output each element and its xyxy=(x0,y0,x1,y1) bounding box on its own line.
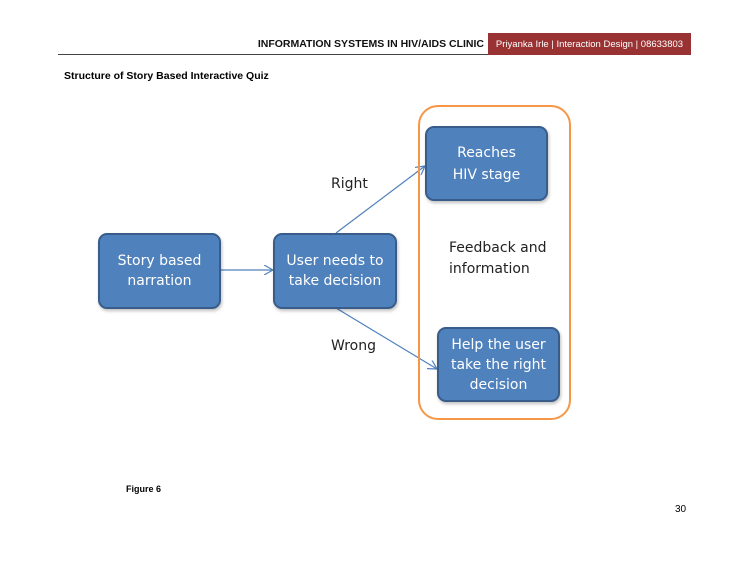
node-reaches-hiv-stage: Reaches HIV stage xyxy=(425,126,548,201)
node-help-line1: Help the user xyxy=(451,336,546,353)
node-reaches-line1: Reaches xyxy=(457,144,516,161)
node-story-based-narration: Story based narration xyxy=(98,233,221,309)
node-help-line2: take the right xyxy=(450,356,547,373)
arrow-wrong-to-help xyxy=(335,307,437,369)
edge-label-wrong: Wrong xyxy=(331,338,376,354)
node-story-line1: Story based xyxy=(117,253,202,269)
page-number: 30 xyxy=(675,504,687,515)
arrow-right-to-reaches xyxy=(335,166,425,234)
group-label: Feedback and information xyxy=(449,238,546,280)
node-decision-line1: User needs to xyxy=(286,253,384,269)
header-title: INFORMATION SYSTEMS IN HIV/AIDS CLINIC xyxy=(257,38,484,50)
node-decision-line2: take decision xyxy=(288,273,382,289)
group-label-line1: Feedback and xyxy=(449,240,547,256)
section-heading: Structure of Story Based Interactive Qui… xyxy=(64,70,269,82)
group-label-line2: information xyxy=(449,261,530,277)
edge-label-right: Right xyxy=(331,176,368,192)
node-user-decision: User needs to take decision xyxy=(273,233,397,309)
node-help-line3: decision xyxy=(469,376,528,393)
node-help-user: Help the user take the right decision xyxy=(437,327,560,402)
figure-caption: Figure 6 xyxy=(126,484,162,494)
feedback-group-frame xyxy=(418,105,571,420)
header-banner: Priyanka Irle | Interaction Design | 086… xyxy=(488,33,691,55)
header-rule xyxy=(58,54,488,55)
node-story-line2: narration xyxy=(127,273,192,289)
node-reaches-line2: HIV stage xyxy=(452,166,521,183)
